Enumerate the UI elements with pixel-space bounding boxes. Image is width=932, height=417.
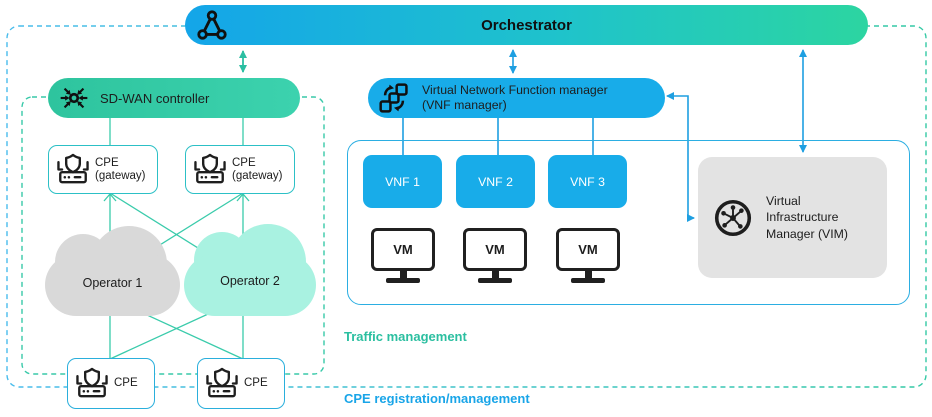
nfvi-container (347, 140, 910, 305)
vm-2-label: VM (485, 242, 505, 257)
cpe-2: CPE (197, 358, 285, 409)
cpe-label: CPE (244, 377, 268, 389)
cpe-gateway-label: CPE (gateway) (95, 156, 146, 182)
cpe-gateway-label: CPE (gateway) (232, 156, 283, 182)
modules-cycle-icon (378, 82, 410, 114)
monitor-stand (491, 271, 499, 278)
monitor-stand (399, 271, 407, 278)
cpe-registration-label: CPE registration/management (344, 391, 530, 406)
vim-label: Virtual Infrastructure Manager (VIM) (766, 193, 849, 241)
traffic-management-label: Traffic management (344, 329, 467, 344)
operator-1-cloud: Operator 1 (45, 226, 180, 316)
cpe-registration-region-border (6, 25, 927, 388)
converging-arrows-icon (58, 82, 90, 114)
secure-router-icon (72, 366, 112, 401)
monitor-base (386, 278, 420, 283)
cloud-shape (45, 254, 180, 316)
sdwan-controller-node: SD-WAN controller (48, 78, 300, 118)
vnf-2-label: VNF 2 (478, 174, 513, 189)
orchestrator-label: Orchestrator (481, 16, 572, 34)
vm-1-label: VM (393, 242, 413, 257)
operator-1-label: Operator 1 (82, 276, 143, 290)
vm-3-label: VM (578, 242, 598, 257)
vnf-manager-label: Virtual Network Function manager (VNF ma… (422, 83, 608, 112)
orchestrator-node: Orchestrator (185, 5, 868, 45)
secure-router-icon (190, 152, 230, 187)
monitor-base (478, 278, 512, 283)
vnf-1-label: VNF 1 (385, 174, 420, 189)
vm-3-node: VM (556, 228, 620, 283)
monitor-icon: VM (556, 228, 620, 271)
management-links (402, 49, 807, 222)
cloud-shape (184, 254, 316, 316)
cpe-1: CPE (67, 358, 155, 409)
secure-router-icon (202, 366, 242, 401)
operator-2-label: Operator 2 (220, 274, 280, 288)
cpe-gateway-2: CPE (gateway) (185, 145, 295, 194)
operator-2-cloud: Operator 2 (184, 224, 316, 316)
vnf-3-label: VNF 3 (570, 174, 605, 189)
monitor-stand (584, 271, 592, 278)
vnfm-vim-arrow (666, 92, 695, 222)
vim-node: Virtual Infrastructure Manager (VIM) (698, 157, 887, 278)
cpe-label: CPE (114, 377, 138, 389)
monitor-icon: VM (463, 228, 527, 271)
sdwan-controller-label: SD-WAN controller (100, 90, 210, 106)
triangle-network-icon (195, 8, 229, 42)
vnf-3-node: VNF 3 (548, 155, 627, 208)
infrastructure-hub-icon (712, 197, 754, 239)
vm-2-node: VM (463, 228, 527, 283)
vnf-1-node: VNF 1 (363, 155, 442, 208)
vm-1-node: VM (371, 228, 435, 283)
vnf-manager-node: Virtual Network Function manager (VNF ma… (368, 78, 665, 118)
vnf-2-node: VNF 2 (456, 155, 535, 208)
monitor-base (571, 278, 605, 283)
monitor-icon: VM (371, 228, 435, 271)
traffic-management-region-border (21, 96, 325, 375)
cpe-gateway-1: CPE (gateway) (48, 145, 158, 194)
secure-router-icon (53, 152, 93, 187)
